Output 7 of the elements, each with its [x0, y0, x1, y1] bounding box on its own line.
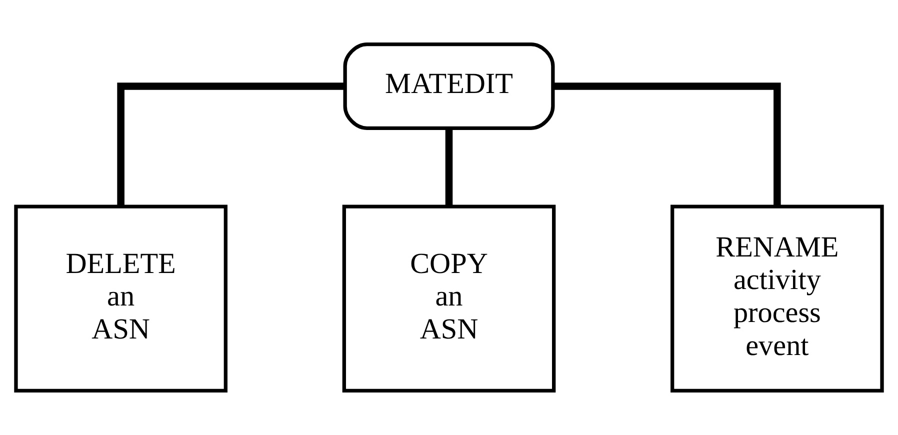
connector	[117, 82, 344, 206]
node-box: RENAME activity process event	[670, 204, 884, 393]
node-box: COPY an ASN	[342, 204, 556, 393]
connector	[445, 128, 453, 206]
node-box: MATEDIT	[343, 42, 555, 130]
node-box: DELETE an ASN	[14, 204, 228, 393]
connector	[554, 82, 781, 206]
